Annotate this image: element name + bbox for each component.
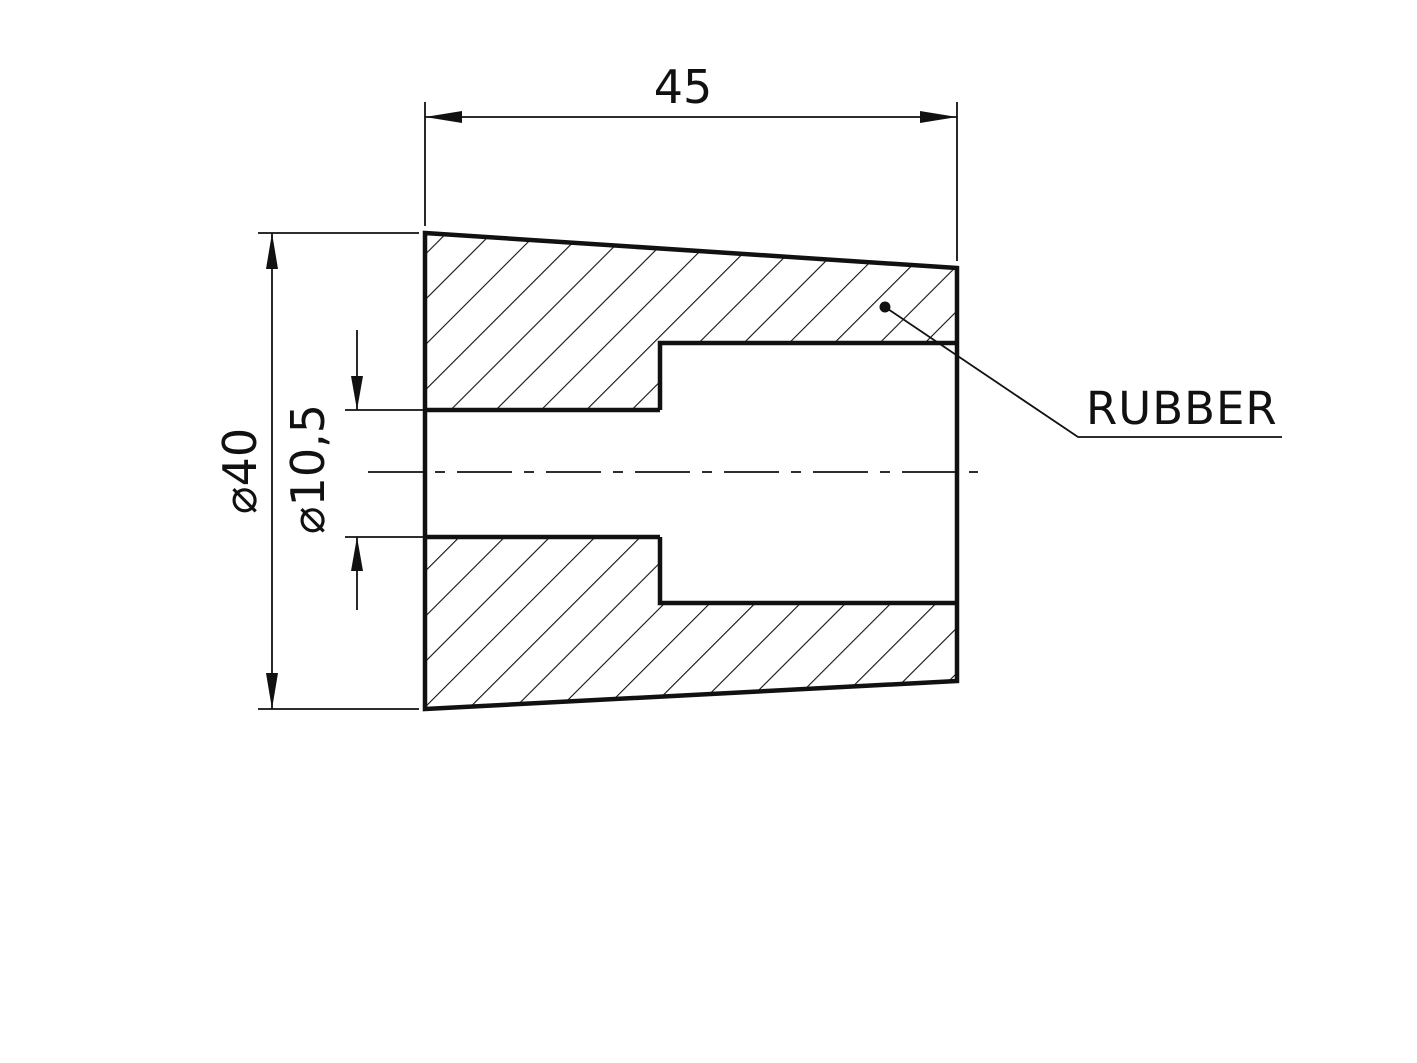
dimension-text-dia40: ⌀40: [213, 428, 267, 514]
dimension-text-dia10-5: ⌀10,5: [281, 404, 335, 534]
hatch-upper-region: [425, 233, 957, 410]
part-outline: [422, 230, 960, 712]
material-label: RUBBER: [1086, 382, 1278, 435]
section-hatching: [425, 233, 957, 709]
hatch-lower-region: [425, 537, 957, 709]
arrowhead-down: [351, 376, 363, 410]
cavity-upper-step: [657, 340, 957, 410]
arrowhead-right: [920, 111, 957, 123]
cavity-lower-step: [657, 537, 957, 606]
arrowhead-left: [425, 111, 462, 123]
outer-contour: [422, 230, 960, 712]
arrowhead-up: [351, 537, 363, 571]
dimension-outer-diameter-40: ⌀40: [213, 232, 419, 710]
leader-line: [884, 306, 1282, 438]
arrowhead-bottom: [266, 673, 278, 709]
material-callout: RUBBER: [879, 301, 1282, 438]
dimension-text-45: 45: [654, 60, 713, 114]
dimension-length-45: 45: [424, 60, 958, 261]
dimension-bore-diameter-10-5: ⌀10,5: [281, 330, 423, 610]
arrowhead-top: [266, 233, 278, 269]
